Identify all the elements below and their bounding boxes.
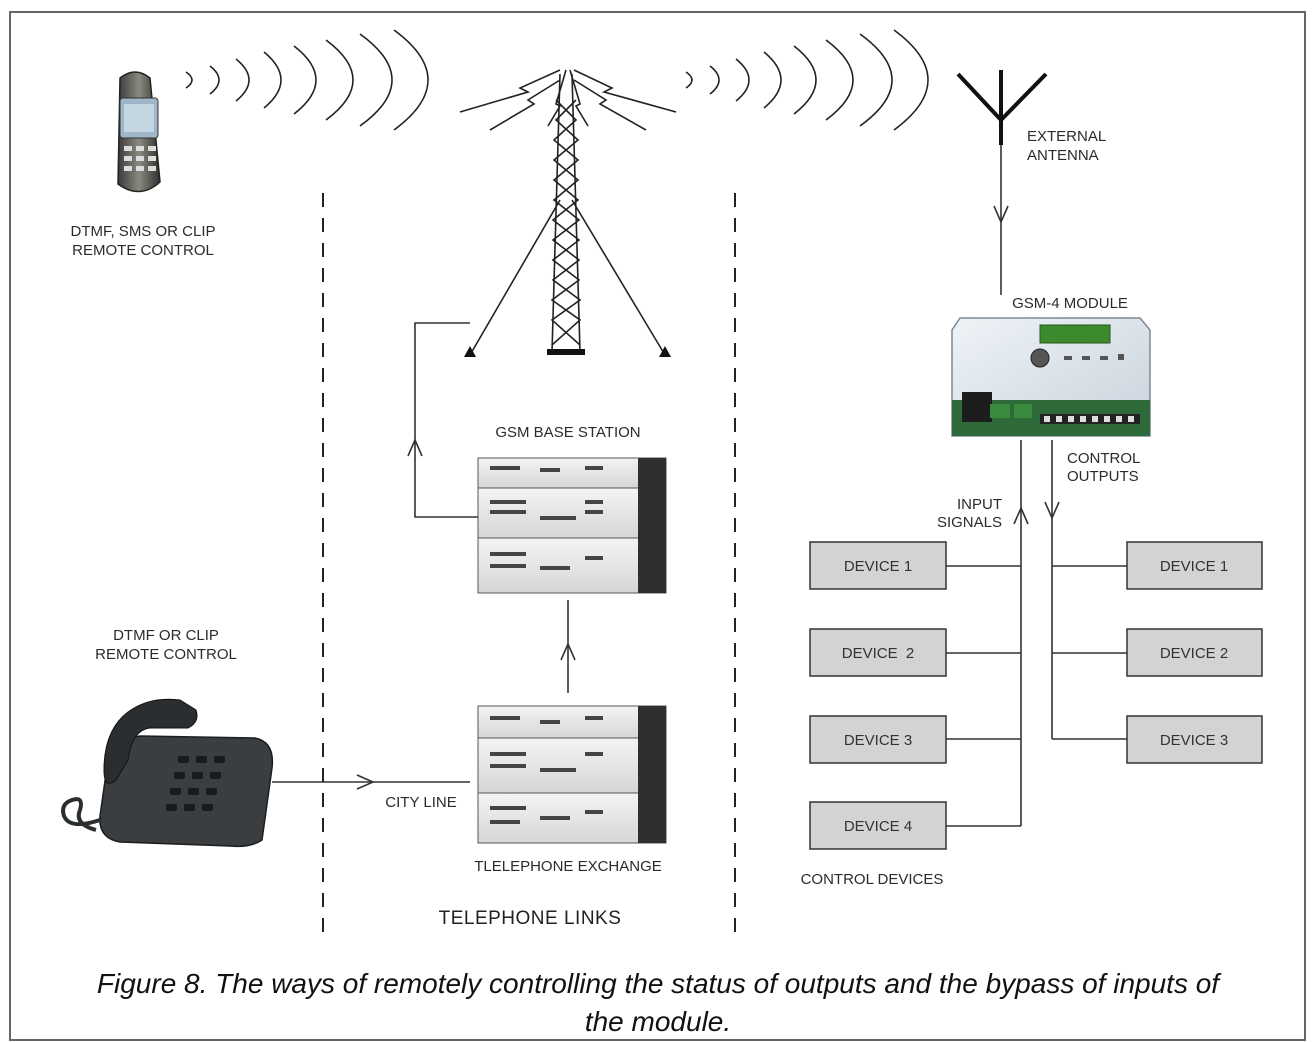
- tower-anchor-right: [659, 346, 671, 357]
- input-device-1: DEVICE 1: [809, 541, 947, 590]
- input-device-2-label: DEVICE 2: [842, 645, 915, 662]
- desk-phone-icon: [61, 698, 274, 848]
- tower-anchor-left: [464, 346, 476, 357]
- input-signals-line2: SIGNALS: [937, 514, 1002, 531]
- radio-waves-right: [685, 29, 929, 131]
- arrow-up-exchange: [560, 642, 576, 661]
- gsm-tower-icon: [459, 69, 677, 356]
- gsm-module-icon: [951, 317, 1151, 437]
- input-device-1-label: DEVICE 1: [844, 558, 912, 575]
- telephone-exchange-icon: [477, 705, 667, 844]
- telephone-links-label: TELEPHONE LINKS: [439, 908, 622, 929]
- antenna-label-line2: ANTENNA: [1027, 147, 1099, 164]
- exchange-label: TLELEPHONE EXCHANGE: [474, 858, 662, 875]
- caption-line-2: the module.: [584, 1006, 732, 1037]
- mobile-label-line1: DTMF, SMS OR CLIP: [70, 223, 215, 240]
- arrow-down-outputs: [1044, 501, 1060, 520]
- tower-base: [547, 349, 585, 355]
- input-device-3: DEVICE 3: [809, 715, 947, 764]
- arrow-down-antenna: [993, 205, 1009, 224]
- input-device-4-label: DEVICE 4: [844, 818, 912, 835]
- city-line-label: CITY LINE: [385, 794, 456, 811]
- output-device-1: DEVICE 1: [1126, 541, 1263, 590]
- gsm-base-station-icon: [477, 457, 667, 594]
- input-signals-line1: INPUT: [957, 496, 1002, 513]
- input-device-4: DEVICE 4: [809, 801, 947, 850]
- arrow-right-city: [356, 774, 375, 790]
- caption-line-1: Figure 8. The ways of remotely controlli…: [96, 968, 1220, 999]
- control-devices-label: CONTROL DEVICES: [801, 871, 944, 888]
- input-device-2: DEVICE 2: [809, 628, 947, 677]
- mobile-label-line2: REMOTE CONTROL: [72, 242, 214, 259]
- wire-station-to-tower: [414, 322, 478, 518]
- mobile-phone-icon: [117, 71, 161, 193]
- input-device-3-label: DEVICE 3: [844, 732, 912, 749]
- output-device-2: DEVICE 2: [1126, 628, 1263, 677]
- control-outputs-line2: OUTPUTS: [1067, 468, 1139, 485]
- antenna-label-line1: EXTERNAL: [1027, 128, 1106, 145]
- output-device-3: DEVICE 3: [1126, 715, 1263, 764]
- arrow-up-inputs: [1013, 506, 1029, 525]
- figure-caption: Figure 8. The ways of remotely controlli…: [12, 965, 1304, 1041]
- figure-frame: [9, 11, 1306, 1041]
- output-device-2-label: DEVICE 2: [1160, 645, 1228, 662]
- external-antenna-icon: [956, 70, 1048, 145]
- landline-label-line1: DTMF OR CLIP: [113, 627, 219, 644]
- base-station-label: GSM BASE STATION: [495, 424, 640, 441]
- control-outputs-line1: CONTROL: [1067, 450, 1140, 467]
- output-device-3-label: DEVICE 3: [1160, 732, 1228, 749]
- output-device-1-label: DEVICE 1: [1160, 558, 1228, 575]
- arrow-up-station: [407, 438, 423, 457]
- landline-label-line2: REMOTE CONTROL: [95, 646, 237, 663]
- radio-waves-left: [185, 29, 429, 131]
- module-label: GSM-4 MODULE: [1012, 295, 1128, 312]
